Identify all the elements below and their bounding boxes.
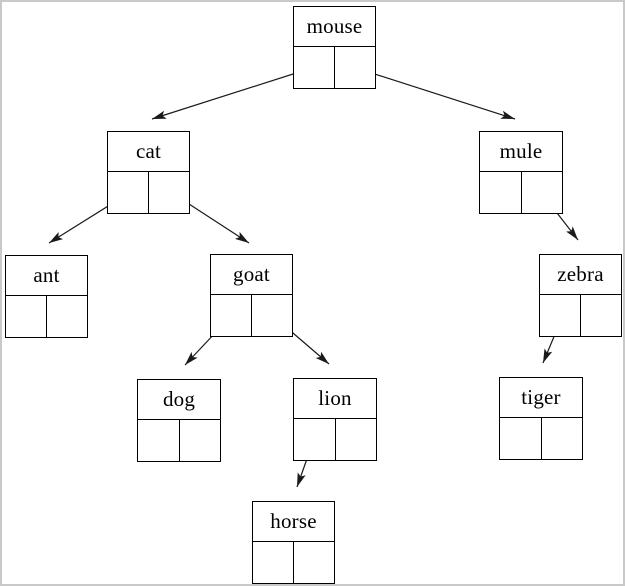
tree-node-goat: goat [210,254,293,337]
tree-node-mouse: mouse [293,6,376,89]
tree-node-dog: dog [137,379,221,462]
node-label-mule: mule [480,132,562,172]
left-pointer-cell [253,542,294,583]
left-pointer-cell [211,295,252,336]
pointer-cells [108,172,189,213]
right-pointer-cell [149,172,189,213]
node-label-horse: horse [253,502,334,542]
pointer-cells [138,420,220,461]
pointer-cells [211,295,292,336]
node-label-cat: cat [108,132,189,172]
node-label-ant: ant [6,256,87,296]
node-label-zebra: zebra [540,255,621,295]
pointer-cells [480,172,562,213]
right-pointer-cell [252,295,292,336]
right-pointer-cell [294,542,334,583]
pointer-cells [294,419,376,460]
node-label-lion: lion [294,379,376,419]
node-label-dog: dog [138,380,220,420]
right-pointer-cell [335,47,375,88]
left-pointer-cell [294,47,335,88]
right-pointer-cell [542,418,583,459]
node-label-mouse: mouse [294,7,375,47]
edge-mouse-cat [151,66,316,120]
tree-node-cat: cat [107,131,190,214]
pointer-cells [540,295,621,336]
left-pointer-cell [6,296,47,337]
right-pointer-cell [336,419,377,460]
left-pointer-cell [480,172,522,213]
pointer-cells [6,296,87,337]
right-pointer-cell [180,420,221,461]
left-pointer-cell [108,172,149,213]
pointer-cells [294,47,375,88]
node-label-goat: goat [211,255,292,295]
tree-node-zebra: zebra [539,254,622,337]
tree-node-tiger: tiger [499,377,583,460]
right-pointer-cell [581,295,621,336]
right-pointer-cell [522,172,563,213]
pointer-cells [500,418,582,459]
tree-node-horse: horse [252,501,335,584]
right-pointer-cell [47,296,87,337]
node-label-tiger: tiger [500,378,582,418]
left-pointer-cell [294,419,336,460]
left-pointer-cell [540,295,581,336]
pointer-cells [253,542,334,583]
tree-node-mule: mule [479,131,563,214]
tree-node-lion: lion [293,378,377,461]
left-pointer-cell [500,418,542,459]
left-pointer-cell [138,420,180,461]
edge-mouse-mule [355,67,516,120]
tree-node-ant: ant [5,255,88,338]
